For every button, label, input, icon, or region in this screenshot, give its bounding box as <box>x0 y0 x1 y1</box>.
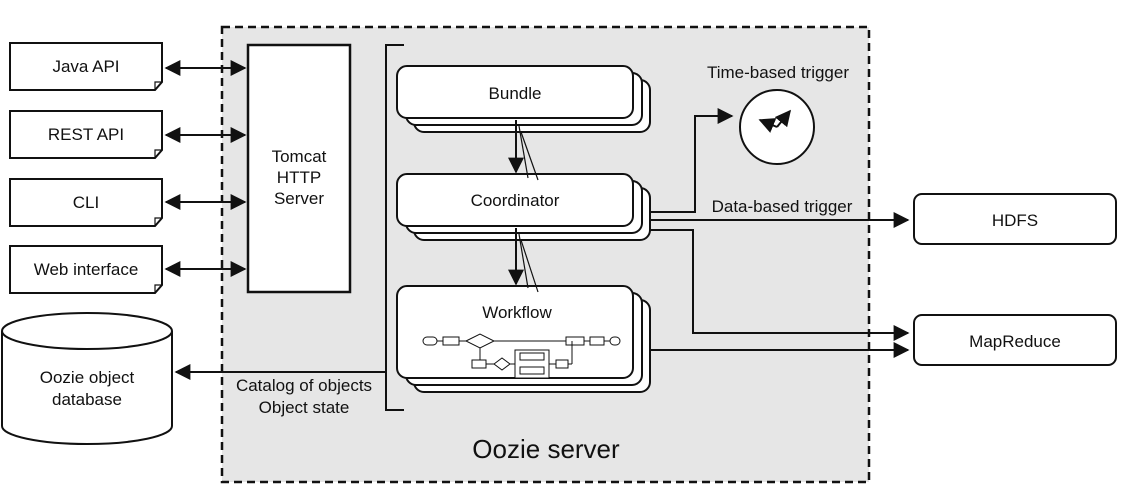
client-cli[interactable]: CLI <box>9 178 163 227</box>
client-label: Java API <box>52 57 119 76</box>
oozie-server-label: Oozie server <box>472 434 620 464</box>
data-based-trigger-label: Data-based trigger <box>712 197 853 216</box>
catalog-label: Object state <box>259 398 350 417</box>
clock-icon <box>739 89 815 165</box>
client-web-interface[interactable]: Web interface <box>9 245 163 294</box>
hdfs-label: HDFS <box>992 211 1038 230</box>
database-label: Oozie object <box>40 368 135 387</box>
client-label: Web interface <box>34 260 139 279</box>
stack-bracket <box>385 44 404 411</box>
client-label: REST API <box>48 125 124 144</box>
time-based-trigger-label: Time-based trigger <box>707 63 849 82</box>
bundle-stack[interactable]: Bundle <box>396 65 651 133</box>
workflow-label: Workflow <box>482 303 552 322</box>
client-tomcat-arrows <box>164 60 247 277</box>
coordinator-to-clock-arrow <box>650 108 734 213</box>
tomcat-line: Server <box>274 189 324 208</box>
client-rest-api[interactable]: REST API <box>9 110 163 159</box>
catalog-label: Catalog of objects <box>236 376 372 395</box>
bundle-label: Bundle <box>489 84 542 103</box>
coordinator-to-mapreduce-arrow <box>650 229 910 341</box>
workflow-graph-icon <box>422 333 621 379</box>
database-cylinder-icon: Oozie object database <box>1 312 173 445</box>
tomcat-http-server: Tomcat HTTP Server <box>246 43 352 294</box>
tomcat-line: HTTP <box>277 168 321 187</box>
client-label: CLI <box>73 193 99 212</box>
coordinator-label: Coordinator <box>471 191 560 210</box>
mapreduce-label: MapReduce <box>969 332 1061 351</box>
client-java-api[interactable]: Java API <box>9 42 163 91</box>
coordinator-stack[interactable]: Coordinator <box>396 173 651 241</box>
workflow-stack[interactable]: Workflow <box>396 285 651 393</box>
database-label: database <box>52 390 122 409</box>
hdfs-box[interactable]: HDFS <box>913 193 1117 245</box>
stack-connectors <box>508 120 539 293</box>
tomcat-line: Tomcat <box>272 147 327 166</box>
mapreduce-box[interactable]: MapReduce <box>913 314 1117 366</box>
